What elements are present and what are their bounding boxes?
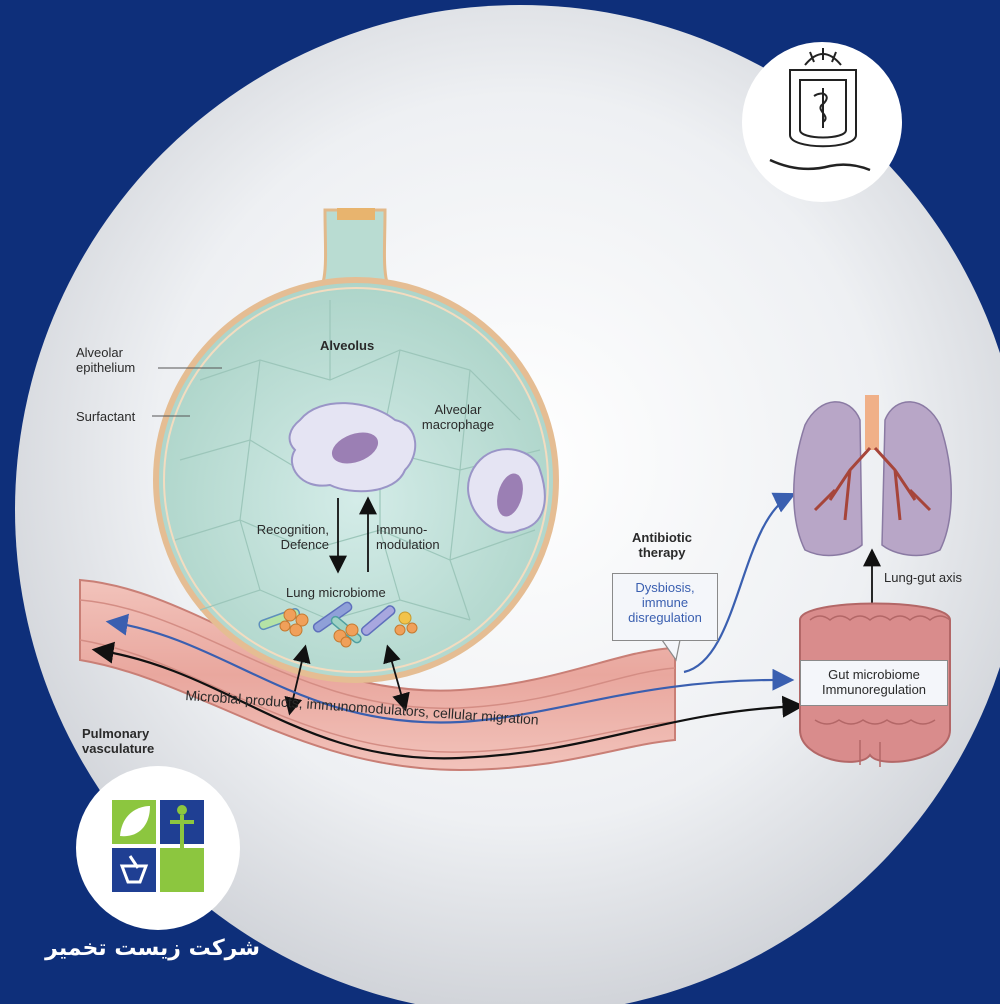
- university-seal: [742, 42, 902, 202]
- recognition-defence-label: Recognition, Defence: [237, 522, 329, 552]
- alveolar-macrophage-label: Alveolar macrophage: [408, 402, 508, 432]
- dysbiosis-box: Dysbiosis, immune disregulation: [612, 573, 718, 641]
- pulmonary-vasculature-label: Pulmonary vasculature: [82, 726, 154, 756]
- gut-microbiome-box: Gut microbiome Immunoregulation: [800, 660, 948, 706]
- surfactant-label: Surfactant: [76, 409, 135, 424]
- lung-microbiome-label: Lung microbiome: [286, 585, 386, 600]
- lung-gut-axis-label: Lung-gut axis: [884, 570, 962, 585]
- alveolus-label: Alveolus: [320, 338, 374, 353]
- dysbiosis-label: Dysbiosis, immune disregulation: [613, 580, 717, 625]
- company-name: شرکت زیست تخمیر: [55, 936, 260, 961]
- gut-microbiome-label: Gut microbiome Immunoregulation: [801, 667, 947, 697]
- company-logo: [76, 766, 240, 930]
- immunomodulation-label: Immuno- modulation: [376, 522, 440, 552]
- antibiotic-therapy-label: Antibiotic therapy: [612, 530, 712, 560]
- alveolar-epithelium-label: Alveolar epithelium: [76, 345, 135, 375]
